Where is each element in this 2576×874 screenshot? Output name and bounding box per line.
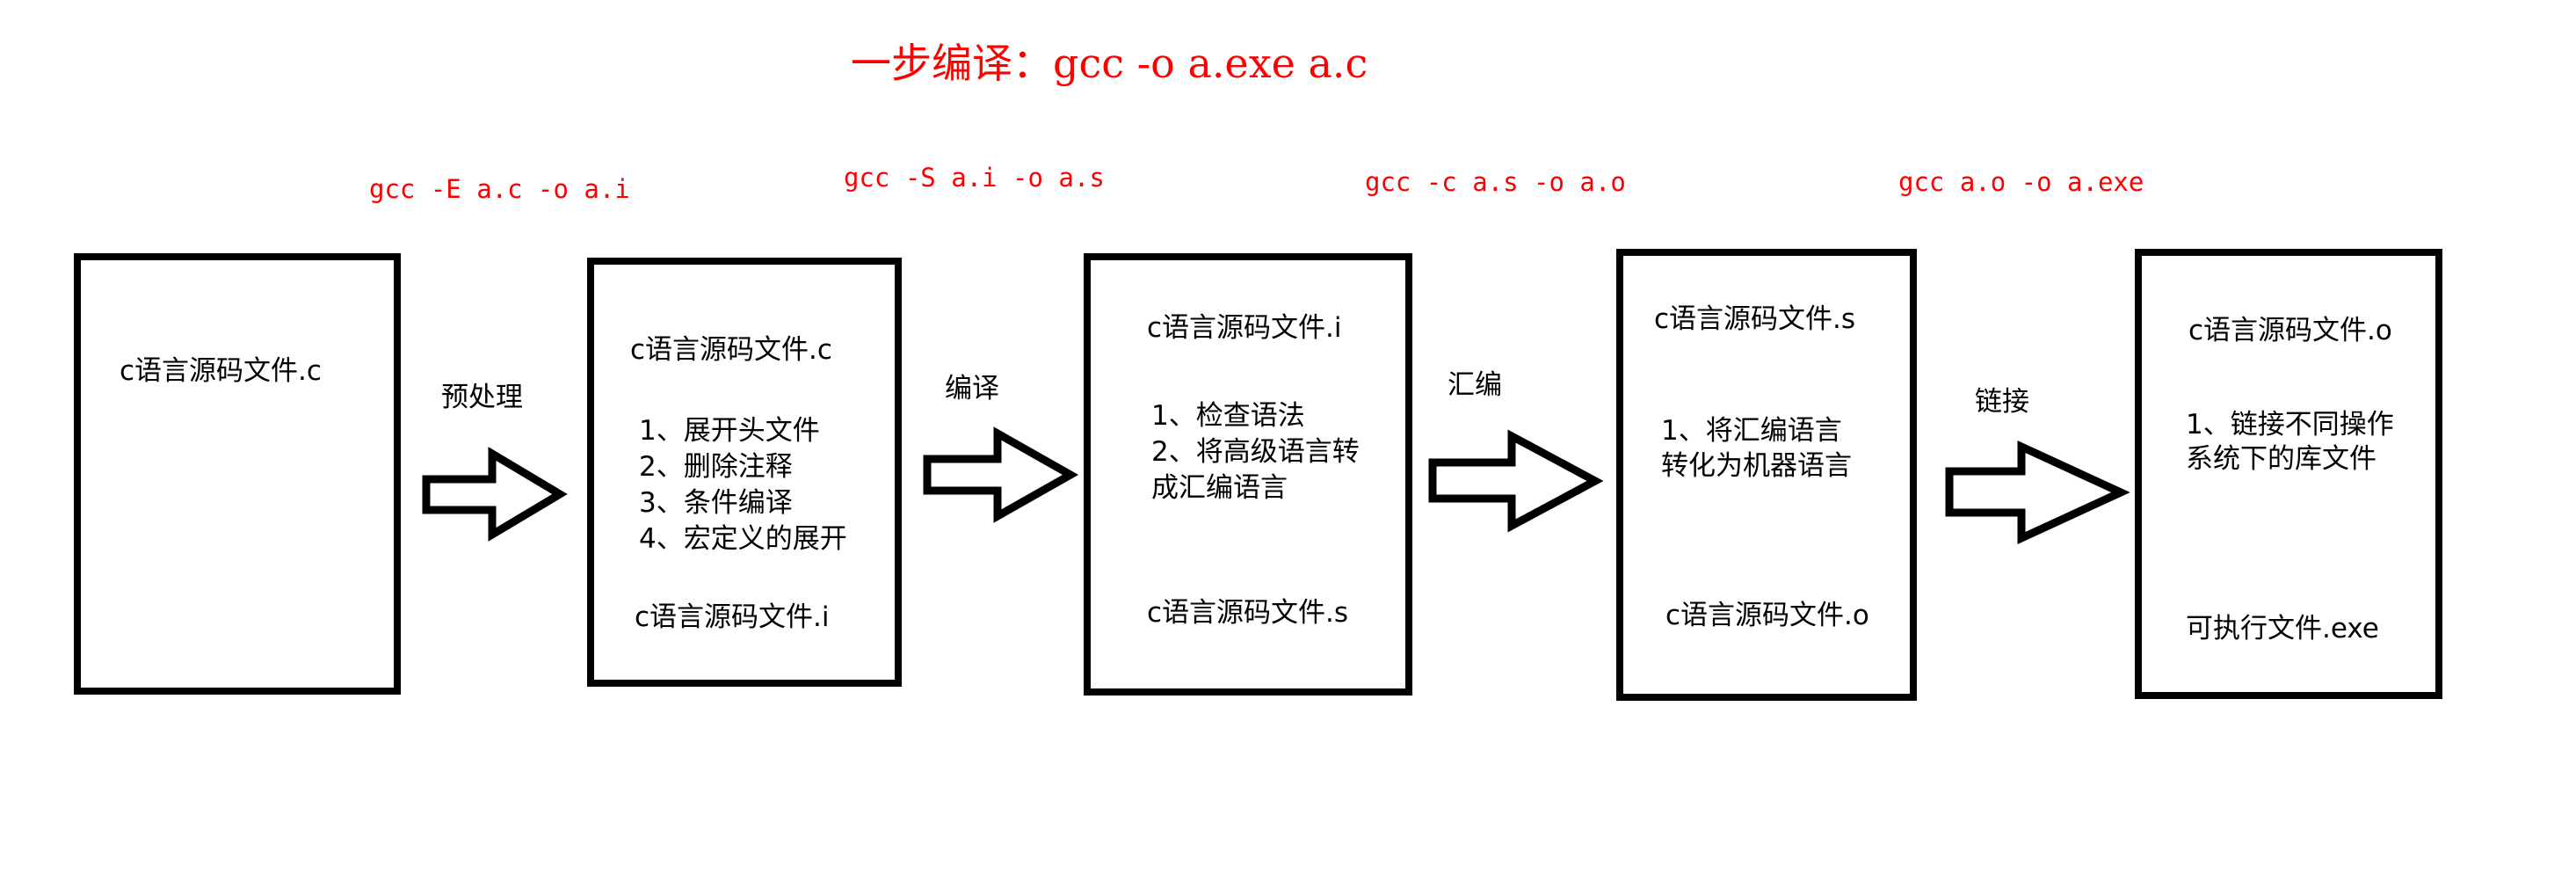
box-frame	[2135, 249, 2442, 699]
box-frame	[1616, 249, 1917, 701]
right-arrow-icon	[422, 447, 568, 542]
link-label: 链接	[1975, 386, 2029, 418]
preprocess-box: c语言源码文件.c 1、展开头文件 2、删除注释 3、条件编译 4、宏定义的展开…	[587, 258, 902, 687]
box-step-2: 2、将高级语言转	[1151, 436, 1360, 468]
compile-command: gcc -S a.i -o a.s	[844, 163, 1105, 193]
right-arrow-icon	[1945, 440, 2130, 545]
assemble-label: 汇编	[1448, 369, 1502, 401]
box-input-file: c语言源码文件.i	[1147, 312, 1342, 344]
box-input-file: c语言源码文件.c	[120, 355, 322, 387]
link-box: c语言源码文件.o 1、链接不同操作 系统下的库文件 可执行文件.exe	[2135, 249, 2442, 699]
link-arrow: 链接	[1945, 386, 2130, 545]
box-step-2: 2、删除注释	[639, 451, 793, 483]
box-step-1: 1、链接不同操作	[2186, 409, 2394, 441]
box-step-3: 3、条件编译	[639, 487, 793, 519]
link-command: gcc a.o -o a.exe	[1898, 167, 2144, 197]
assemble-box: c语言源码文件.s 1、将汇编语言 转化为机器语言 c语言源码文件.o	[1616, 249, 1917, 701]
preprocess-command: gcc -E a.c -o a.i	[369, 174, 630, 204]
box-output-file: c语言源码文件.s	[1147, 597, 1348, 629]
box-output-file: c语言源码文件.i	[635, 601, 830, 633]
box-step-3: 成汇编语言	[1151, 472, 1288, 504]
box-input-file: c语言源码文件.s	[1654, 303, 1855, 335]
box-step-1: 1、展开头文件	[639, 415, 820, 447]
right-arrow-icon	[1428, 429, 1604, 533]
preprocess-label: 预处理	[441, 382, 523, 413]
one-step-compile-title: 一步编译：gcc -o a.exe a.c	[851, 40, 1368, 87]
box-step-2: 系统下的库文件	[2186, 443, 2376, 475]
box-output-file: 可执行文件.exe	[2186, 613, 2379, 645]
box-input-file: c语言源码文件.o	[2188, 315, 2392, 346]
box-output-file: c语言源码文件.o	[1665, 600, 1869, 631]
box-step-1: 1、将汇编语言	[1661, 415, 1842, 447]
box-input-file: c语言源码文件.c	[630, 334, 832, 366]
compile-box: c语言源码文件.i 1、检查语法 2、将高级语言转 成汇编语言 c语言源码文件.…	[1084, 253, 1412, 696]
box-step-2: 转化为机器语言	[1661, 450, 1852, 482]
box-frame	[1084, 253, 1412, 696]
right-arrow-icon	[923, 426, 1079, 523]
source-file-box: c语言源码文件.c	[74, 253, 401, 695]
box-frame	[74, 253, 401, 695]
compile-label: 编译	[945, 373, 999, 404]
compile-arrow: 编译	[923, 373, 1079, 523]
assemble-arrow: 汇编	[1428, 369, 1604, 533]
box-step-1: 1、检查语法	[1151, 400, 1305, 432]
box-frame	[587, 258, 902, 687]
preprocess-arrow: 预处理	[422, 382, 568, 542]
box-step-4: 4、宏定义的展开	[639, 523, 847, 555]
assemble-command: gcc -c a.s -o a.o	[1365, 167, 1626, 197]
